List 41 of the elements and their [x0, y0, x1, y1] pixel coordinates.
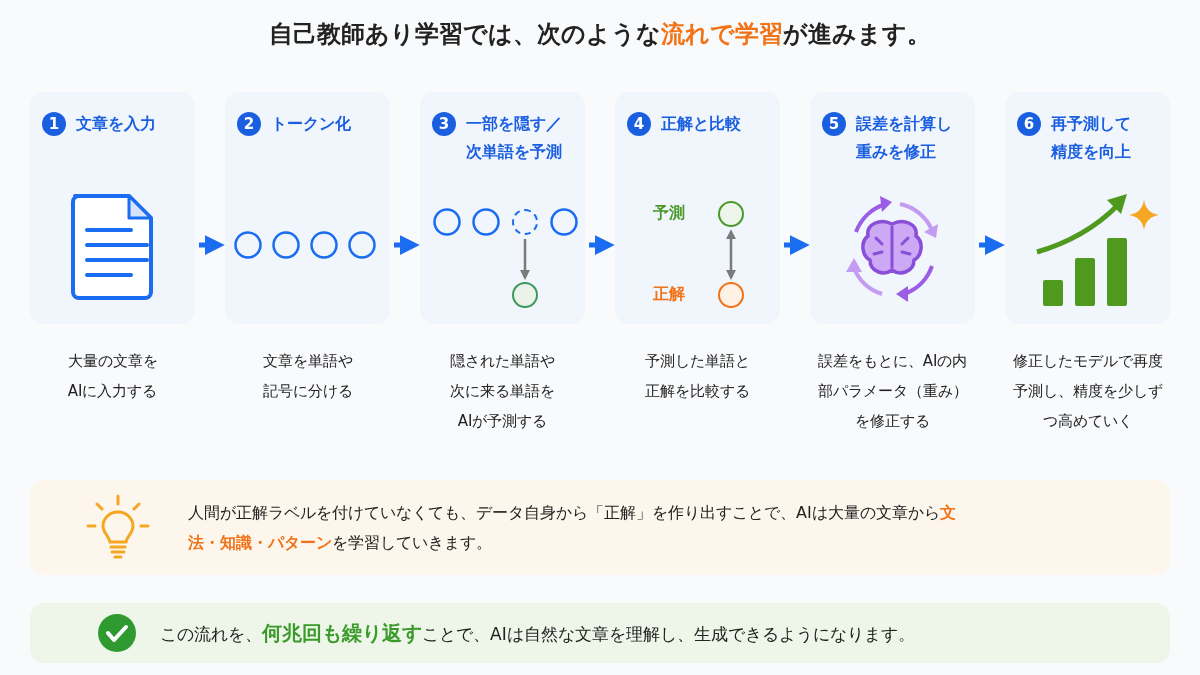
step-number-badge: 2: [237, 112, 261, 136]
note-text: この流れを、何兆回も繰り返すことで、AIは自然な文章を理解し、生成できるようになります。: [160, 620, 916, 647]
arrow: [589, 235, 615, 255]
note-text: 人間が正解ラベルを付けていなくても、データ自身から「正解」を作り出すことで、AIは大量の文章から文法・知識・パターンを学習していきます。: [188, 501, 957, 554]
token-label: 正解: [653, 284, 685, 305]
step-description: 大量の文章をAIに入力する: [66, 351, 159, 402]
step-card: [30, 92, 195, 324]
step-heading: 再予測して精度を向上: [1051, 113, 1132, 163]
step-number-badge: 1: [42, 112, 66, 136]
title: 自己教師あり学習では、次のような流れで学習が進みます。: [268, 19, 932, 50]
note-panel: [30, 603, 1170, 663]
arrow: [199, 235, 225, 255]
step-heading: 誤差を計算し重みを修正: [856, 113, 953, 163]
arrow: [979, 235, 1005, 255]
step-description: 隠された単語や次に来る単語をAIが予測する: [449, 351, 556, 432]
step-number-badge: 6: [1017, 112, 1041, 136]
arrow: [520, 239, 530, 280]
step-heading: 一部を隠す／次単語を予測: [466, 113, 563, 163]
arrow: [726, 229, 736, 280]
step-description: 予測した単語と正解を比較する: [644, 351, 751, 402]
token-label: 予測: [653, 203, 685, 224]
step-number-badge: 3: [432, 112, 456, 136]
step-card: [420, 92, 585, 324]
step-card: [615, 92, 780, 324]
step-number-badge: 5: [822, 112, 846, 136]
step-card: [225, 92, 390, 324]
token-circle: [512, 282, 538, 308]
step-heading: 正解と比較: [661, 113, 742, 135]
step-number-badge: 4: [627, 112, 651, 136]
token-circle: [718, 201, 744, 227]
step-description: 文章を単語や記号に分ける: [261, 351, 354, 402]
step-description: 誤差をもとに、AIの内部パラメータ（重み）を修正する: [817, 351, 968, 432]
token-circle: [512, 209, 538, 235]
token-circle: [718, 282, 744, 308]
step-card: [810, 92, 975, 324]
step-heading: 文章を入力: [76, 113, 157, 135]
step-description: 修正したモデルで再度予測し、精度を少しずつ高めていく: [1012, 351, 1163, 432]
arrow: [394, 235, 420, 255]
arrow: [784, 235, 810, 255]
step-heading: トークン化: [271, 113, 352, 135]
note-panel: [30, 480, 1170, 575]
